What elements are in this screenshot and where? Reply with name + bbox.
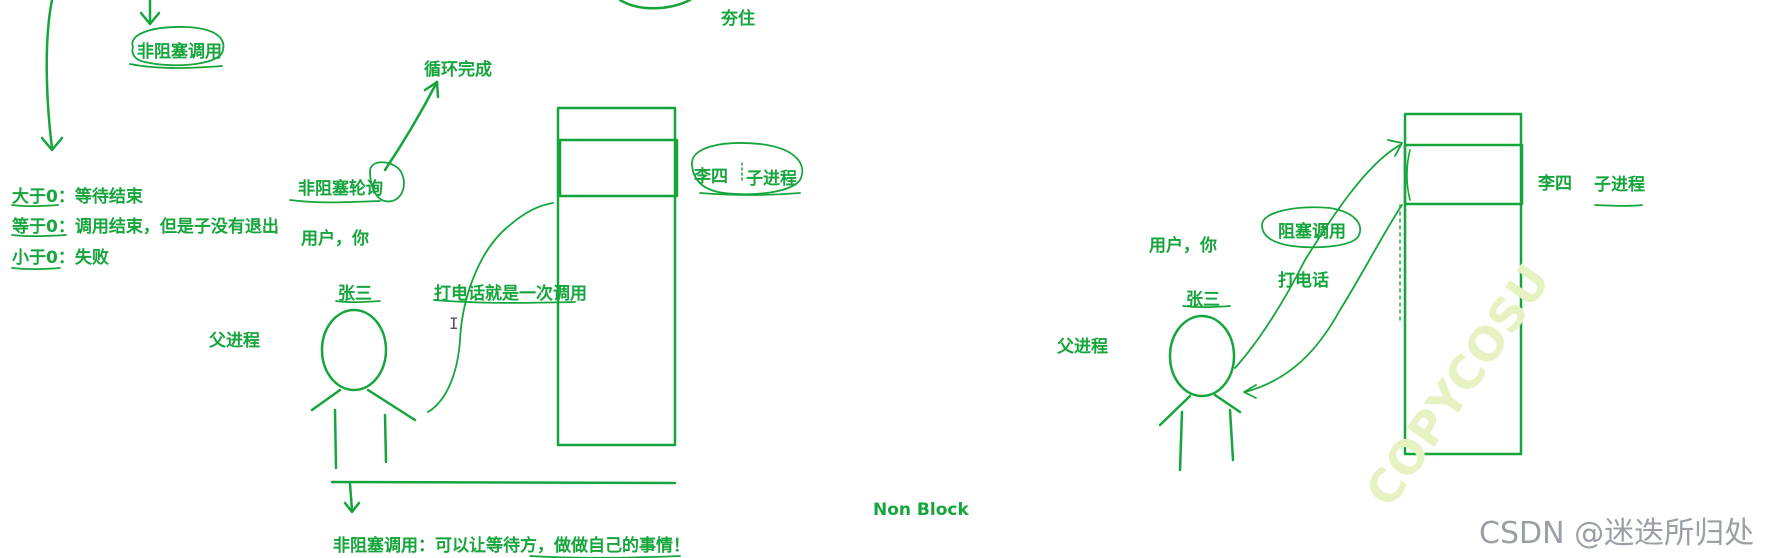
label-non-block: Non Block <box>873 500 969 520</box>
loop-done-arrow <box>385 82 437 170</box>
left-figure-head <box>322 310 386 390</box>
ground-down-arrow <box>345 484 359 512</box>
label-top-right-fragment: 夯住 <box>721 4 755 29</box>
csdn-watermark: CSDN @迷迭所归处 <box>1479 508 1754 552</box>
right-figure-body <box>1180 410 1233 470</box>
left-child-box-inner <box>560 140 677 196</box>
label-bottom-note: 非阻塞调用：可以让等待方，做做自己的事情！ <box>333 531 690 556</box>
phone-call-curve <box>428 203 553 412</box>
label-polling: 非阻塞轮询 <box>298 174 383 199</box>
label-phone-call: 打电话就是一次调用 <box>434 279 587 304</box>
label-user-you-right: 用户，你 <box>1149 231 1217 256</box>
label-child-process-right: 子进程 <box>1594 170 1645 195</box>
right-figure-head <box>1170 316 1234 396</box>
left-child-box-outer <box>558 108 675 445</box>
top-loop-curve <box>620 0 690 8</box>
right-figure-arms <box>1160 395 1240 425</box>
label-parent-process-left: 父进程 <box>209 326 260 351</box>
left-ground-line <box>332 482 675 483</box>
label-return-value-3: 小于0：失败 <box>12 243 109 268</box>
label-lisi-left: 李四 <box>694 162 728 187</box>
right-call-out-curve <box>1235 145 1400 368</box>
left-figure-arms <box>312 390 415 420</box>
label-loop-done: 循环完成 <box>424 55 492 80</box>
label-child-process-left: 子进程 <box>746 164 797 189</box>
text-cursor-icon: I <box>449 314 459 333</box>
rv-underline-3 <box>12 268 60 269</box>
diagonal-watermark-text: COPYCOSU <box>1355 255 1561 517</box>
label-blocking-call: 阻塞调用 <box>1278 217 1346 242</box>
top-left-long-curve <box>47 0 52 148</box>
right-child-underline <box>1595 205 1642 206</box>
label-lisi-right: 李四 <box>1538 169 1572 194</box>
right-child-box-inner <box>1405 145 1522 204</box>
right-box-bracket <box>1407 150 1410 200</box>
label-user-you-left: 用户，你 <box>301 224 369 249</box>
label-return-value-1: 大于0：等待结束 <box>12 182 143 207</box>
label-non-blocking-call-top: 非阻塞调用 <box>137 37 222 62</box>
label-parent-process-right: 父进程 <box>1057 332 1108 357</box>
left-figure-body <box>335 410 386 468</box>
label-return-value-2: 等于0：调用结束，但是子没有退出 <box>12 212 279 237</box>
label-zhangsan-right: 张三 <box>1186 285 1220 310</box>
label-zhangsan-left: 张三 <box>338 279 372 304</box>
diagonal-watermark-group: COPYCOSU <box>1355 255 1561 517</box>
label-phone-right: 打电话 <box>1278 266 1329 291</box>
polling-underline <box>290 200 380 202</box>
